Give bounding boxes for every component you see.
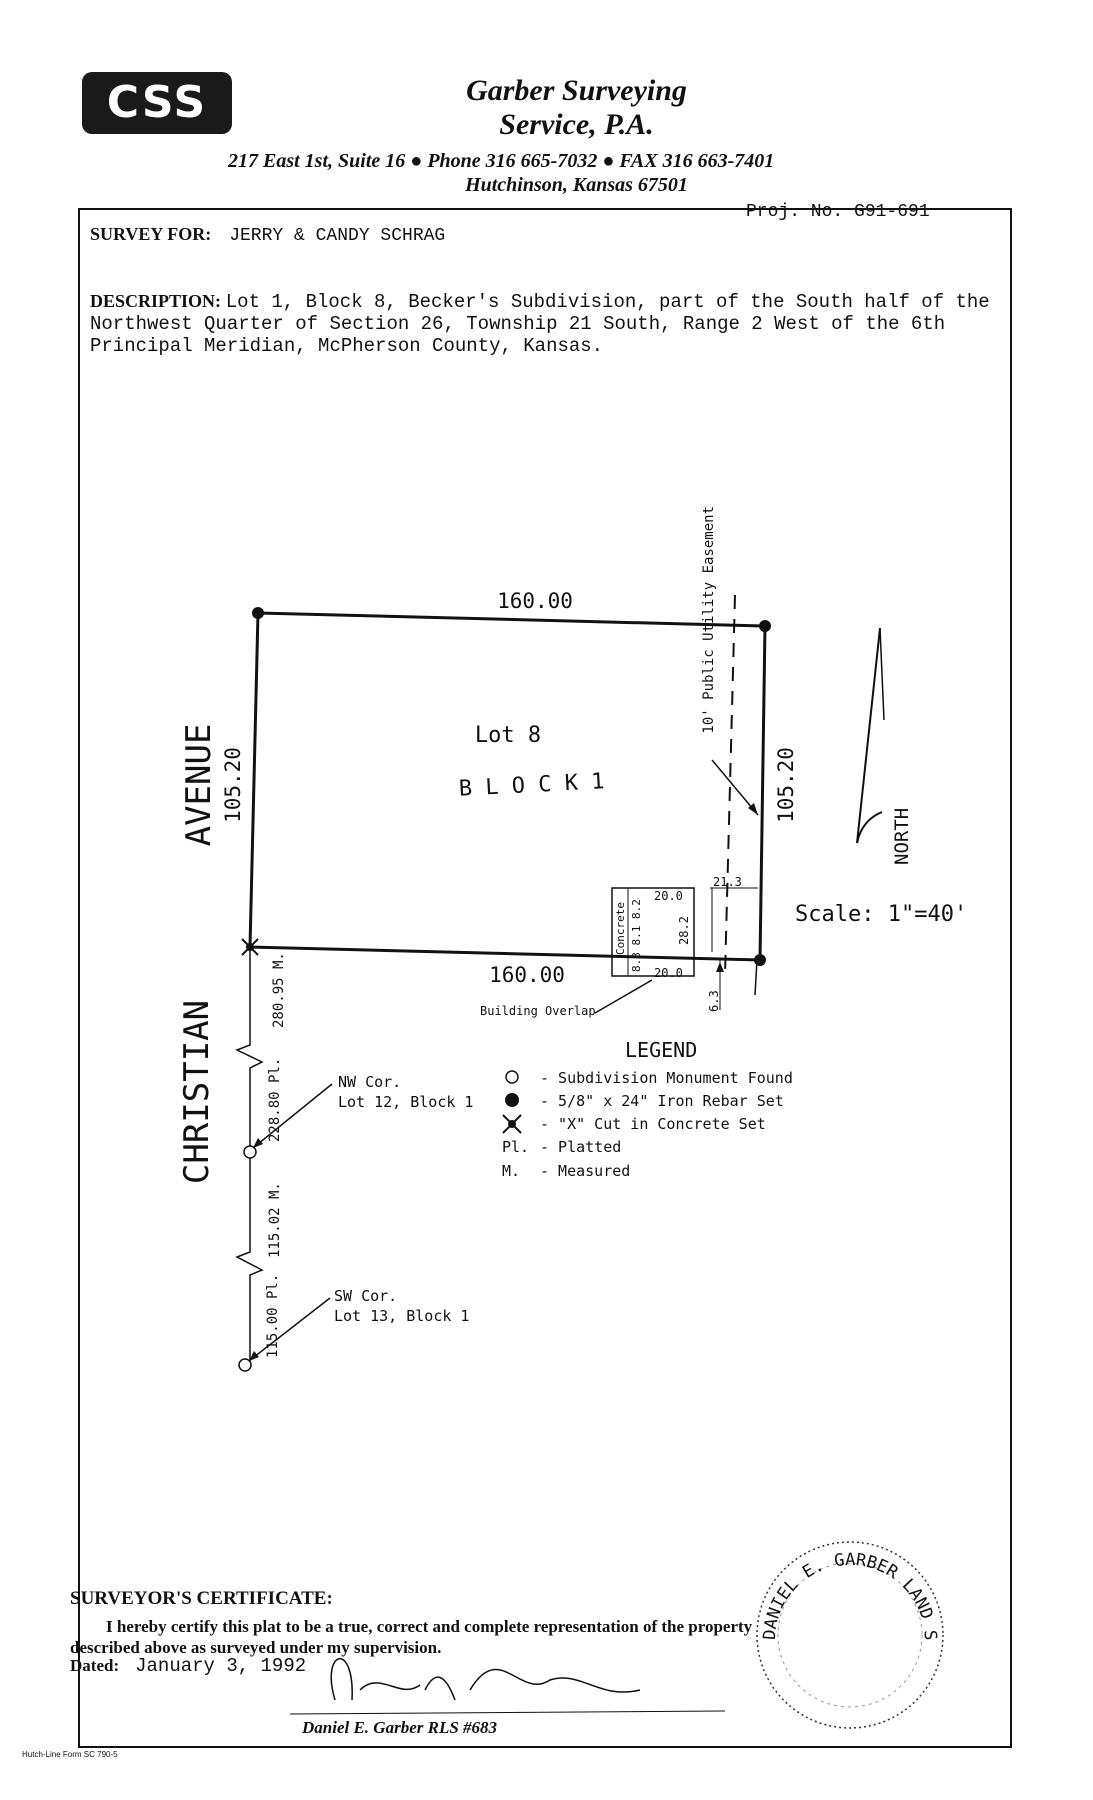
overlap-arrow — [716, 962, 724, 972]
concrete-label: Concrete — [614, 902, 627, 955]
building-overlap-label: Building Overlap — [480, 1004, 596, 1018]
signature — [330, 1657, 641, 1701]
building-offset-dim: 21.3 — [713, 875, 742, 889]
east-line-extension — [754, 959, 758, 996]
legend-abbrev-pl: Pl. — [502, 1138, 529, 1156]
sw-cor-line1: SW Cor. — [334, 1287, 397, 1305]
building-bottom-dim: 20.0 — [654, 966, 683, 980]
north-arrow-head — [879, 627, 885, 721]
lot-label: Lot 8 — [475, 723, 541, 748]
measure-280-95: 280.95 M. — [271, 952, 287, 1028]
north-label: NORTH — [891, 808, 913, 865]
dated-label: Dated: — [70, 1656, 120, 1675]
plat-frame — [78, 208, 1012, 1748]
easement-leader — [711, 759, 759, 816]
monument-legend-icon — [505, 1070, 519, 1084]
legend-abbrev-m: M. — [502, 1162, 520, 1180]
legend-item-platted: - Platted — [540, 1138, 621, 1156]
sw-cor-arrow — [249, 1351, 259, 1361]
project-number: Proj. No. G91-691 — [746, 202, 930, 222]
description-label: DESCRIPTION: — [90, 291, 222, 311]
description-text: Lot 1, Block 8, Becker's Subdivision, pa… — [90, 291, 990, 357]
firm-city: Hutchinson, Kansas 67501 — [465, 174, 688, 196]
rebar-se — [754, 954, 766, 966]
easement-arrow — [748, 803, 758, 815]
certificate-title: SURVEYOR'S CERTIFICATE: — [70, 1588, 333, 1609]
building-depth-dim: 28.2 — [677, 916, 691, 945]
measure-115-00: 115.00 Pl. — [265, 1274, 281, 1358]
nw-cor-arrow — [253, 1138, 263, 1148]
west-dimension: 105.20 — [221, 747, 245, 823]
firm-address: 217 East 1st, Suite 16 ● Phone 316 665-7… — [228, 150, 775, 172]
survey-for: SURVEY FOR: JERRY & CANDY SCHRAG — [90, 224, 445, 246]
north-dimension: 160.00 — [497, 589, 573, 613]
surveyor-seal: DANIEL E. GARBER LAND SURVEYOR — [0, 0, 944, 1729]
seal-text: DANIEL E. GARBER LAND SURVEYOR — [0, 0, 940, 1641]
dated-value: January 3, 1992 — [135, 1655, 307, 1677]
legend-item-monument: - Subdivision Monument Found — [540, 1069, 793, 1087]
monument-nw-lot12 — [243, 1145, 257, 1159]
certificate-body: I hereby certify this plat to be a true,… — [70, 1617, 753, 1657]
block-label: B L O C K 1 — [458, 769, 605, 802]
signer-name: Daniel E. Garber RLS #683 — [302, 1718, 498, 1737]
easement-label: 10' Public Utility Easement — [701, 506, 717, 734]
sw-cor-leader — [248, 1297, 331, 1362]
easement-line — [724, 594, 736, 976]
north-arrow-curve — [856, 811, 883, 844]
legal-description: DESCRIPTION: Lot 1, Block 8, Becker's Su… — [90, 290, 990, 357]
signature-line — [289, 1710, 726, 1715]
survey-for-value: JERRY & CANDY SCHRAG — [229, 226, 446, 246]
rebar-ne — [759, 620, 771, 632]
legend-item-measured: - Measured — [540, 1162, 630, 1180]
legend-item-rebar: - 5/8" x 24" Iron Rebar Set — [540, 1092, 784, 1110]
building-top-dim: 20.0 — [654, 889, 683, 903]
rebar-nw — [252, 607, 264, 619]
street-christian: CHRISTIAN — [177, 1000, 217, 1184]
nw-cor-line1: NW Cor. — [338, 1073, 401, 1091]
sw-cor-line2: Lot 13, Block 1 — [334, 1307, 469, 1325]
street-avenue: AVENUE — [179, 724, 219, 847]
overlap-leader — [594, 979, 653, 1014]
measure-228-80: 228.80 Pl. — [267, 1058, 283, 1142]
rebar-legend-icon — [505, 1093, 519, 1107]
south-dimension: 160.00 — [489, 963, 565, 987]
overlap-dim: 6.3 — [707, 990, 721, 1012]
measure-115-02: 115.02 M. — [267, 1182, 283, 1258]
legend-item-xcut: - "X" Cut in Concrete Set — [540, 1115, 766, 1133]
firm-name-line2: Service, P.A. — [499, 108, 654, 141]
north-arrow-shaft — [856, 627, 881, 844]
nw-cor-leader — [252, 1083, 333, 1149]
survey-for-label: SURVEY FOR: — [90, 224, 212, 244]
concrete-dims: 8.3 8.1 8.2 — [630, 899, 643, 972]
form-number: Hutch-Line Form SC 790-5 — [22, 1750, 118, 1759]
nw-cor-line2: Lot 12, Block 1 — [338, 1093, 473, 1111]
dated-line: Dated: January 3, 1992 — [70, 1655, 306, 1677]
x-cut-legend-icon — [502, 1114, 522, 1134]
company-logo: CSS — [82, 72, 232, 134]
firm-name-line1: Garber Surveying — [466, 74, 687, 107]
east-dimension: 105.20 — [774, 747, 798, 823]
monument-sw-lot13 — [238, 1358, 252, 1372]
legend-title: LEGEND — [625, 1038, 697, 1062]
scale-text: Scale: 1"=40' — [795, 902, 967, 927]
